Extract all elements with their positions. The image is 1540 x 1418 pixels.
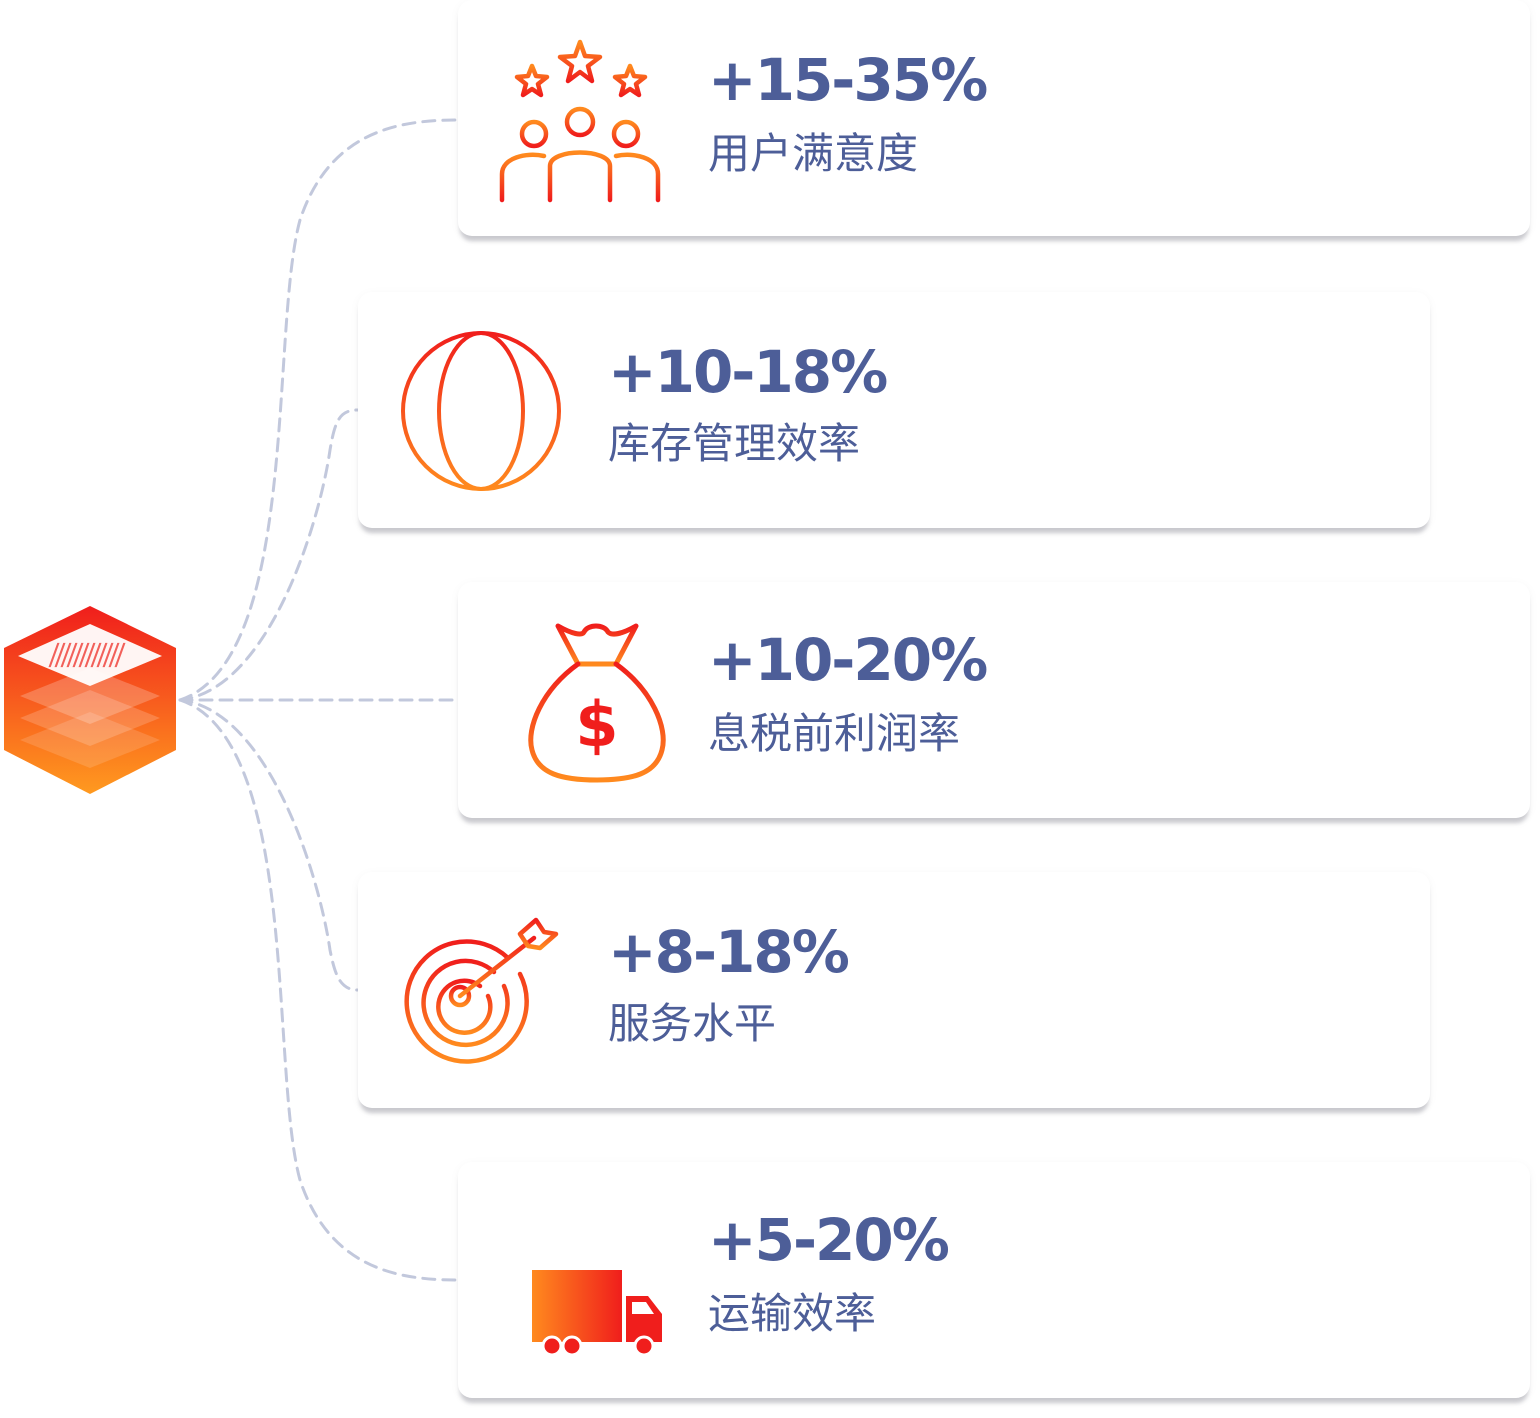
metric-card-transport-efficiency: +5-20% 运输效率	[458, 1162, 1530, 1398]
hub-node	[0, 600, 180, 800]
metric-label: 息税前利润率	[708, 709, 961, 758]
globe-icon	[401, 331, 561, 491]
metric-value: +10-20%	[708, 626, 988, 694]
connector-1	[178, 118, 460, 702]
metric-value: +15-35%	[708, 46, 988, 114]
metric-label: 用户满意度	[708, 129, 919, 178]
metric-card-user-satisfaction: +15-35% 用户满意度	[458, 0, 1530, 236]
metric-value: +5-20%	[708, 1206, 950, 1274]
connector-4	[178, 698, 360, 992]
metric-card-inventory-efficiency: +10-18% 库存管理效率	[358, 292, 1430, 528]
svg-text:$: $	[575, 688, 618, 761]
connector-5	[178, 698, 460, 1282]
metric-label: 库存管理效率	[608, 419, 861, 468]
metric-value: +8-18%	[608, 918, 850, 986]
metric-card-service-level: +8-18% 服务水平	[358, 872, 1430, 1108]
metric-label: 服务水平	[608, 999, 777, 1048]
users-three-stars-icon	[499, 39, 661, 203]
metric-card-ebit-margin: $ +10-20% 息税前利润率	[458, 582, 1530, 818]
connector-2	[178, 408, 360, 702]
isometric-barcode-layers-icon	[4, 606, 176, 794]
metric-value: +10-18%	[608, 338, 888, 406]
target-arrow-icon	[404, 917, 559, 1064]
money-bag-dollar-icon: $	[528, 623, 666, 783]
metric-label: 运输效率	[708, 1289, 877, 1338]
delivery-truck-icon	[498, 1270, 662, 1357]
